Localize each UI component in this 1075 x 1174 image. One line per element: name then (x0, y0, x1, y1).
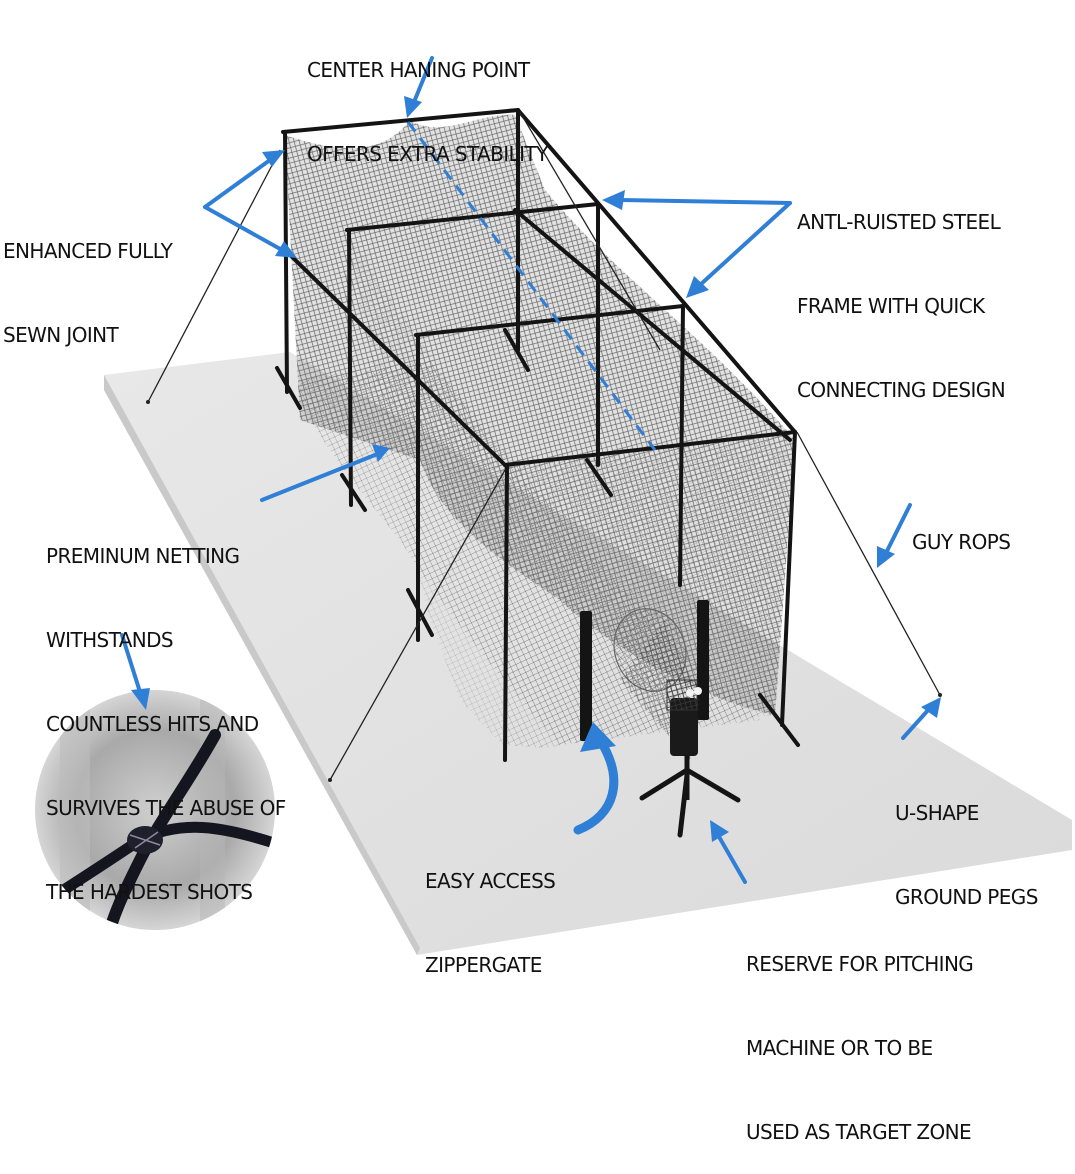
callout-line: USED AS TARGET ZONE (746, 1120, 972, 1144)
steel-frame (275, 108, 800, 762)
callout-line: OFFERS EXTRA STABILITY (307, 142, 548, 166)
callout-line: PREMINUM NETTING (46, 544, 240, 568)
callout-line: GROUND PEGS (895, 885, 1038, 909)
callout-line: SURVIVES THE ABUSE OF (46, 796, 286, 820)
callout-line: SEWN JOINT (3, 323, 119, 347)
zipper-gate-left[interactable] (580, 611, 592, 741)
callout-line: RESERVE FOR PITCHING (746, 952, 974, 976)
callout-arrow-icon (120, 56, 941, 884)
center-hanging-line (406, 121, 657, 451)
callout-line: WITHSTANDS (46, 628, 174, 652)
callout-line: CONNECTING DESIGN (797, 378, 1006, 402)
callout-ground-pegs: U-SHAPE GROUND PEGS (895, 743, 1038, 939)
callout-line: ANTL-RUISTED STEEL (797, 210, 1001, 234)
callout-center-hanging-point: CENTER HANING POINT OFFERS EXTRA STABILI… (307, 0, 548, 196)
guy-ropes (147, 111, 941, 781)
callout-line: U-SHAPE (895, 801, 979, 825)
net-knot-closeup-image (35, 690, 275, 930)
callout-line: COUNTLESS HITS AND (46, 712, 259, 736)
callout-line: ENHANCED FULLY (3, 239, 173, 263)
callout-steel-frame: ANTL-RUISTED STEEL FRAME WITH QUICK CONN… (797, 152, 1006, 432)
callout-line: EASY ACCESS (425, 869, 556, 893)
callout-line: GUY ROPS (912, 530, 1011, 554)
pitching-machine-icon (639, 679, 741, 838)
callout-sewn-joint: ENHANCED FULLY SEWN JOINT (3, 181, 173, 377)
ground-peg (146, 400, 150, 404)
callout-guy-ropes: GUY ROPS (912, 472, 1011, 584)
batting-cage-illustration (35, 56, 1072, 955)
callout-line: MACHINE OR TO BE (746, 1036, 933, 1060)
callout-zipper-gate: EASY ACCESS ZIPPERGATE (425, 811, 556, 1007)
ground-peg (328, 778, 332, 782)
callout-netting: PREMINUM NETTING WITHSTANDS COUNTLESS HI… (46, 486, 286, 934)
callout-line: FRAME WITH QUICK (797, 294, 985, 318)
callout-line: CENTER HANING POINT (307, 58, 530, 82)
callout-pitching-zone: RESERVE FOR PITCHING MACHINE OR TO BE US… (746, 894, 974, 1174)
ground-peg (938, 693, 942, 697)
cage-netting-front (505, 432, 790, 748)
callout-line: ZIPPERGATE (425, 953, 542, 977)
callout-line: THE HARDEST SHOTS (46, 880, 253, 904)
